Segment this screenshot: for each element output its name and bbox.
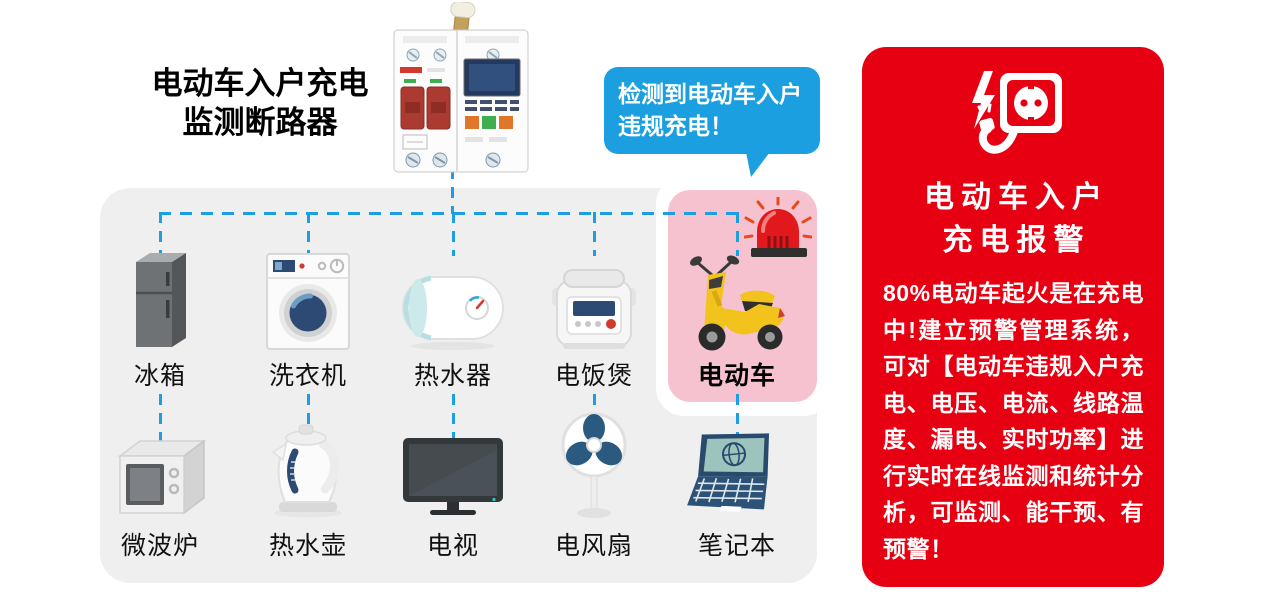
appliance-label: 洗衣机 (268, 362, 347, 390)
page-title-line1: 电动车入户充电 (151, 66, 369, 101)
circuit-breaker-device-icon (393, 1, 529, 179)
appliance-label: 热水壶 (268, 532, 347, 560)
appliance-label: 冰箱 (133, 362, 186, 390)
dashed-drop-line (307, 212, 310, 256)
dashed-drop-line (452, 212, 455, 256)
appliance-label: 电动车 (697, 362, 776, 390)
dashed-drop-line (593, 212, 596, 256)
appliance-label: 电视 (426, 532, 479, 560)
alarm-siren-icon (743, 196, 813, 266)
microwave-icon (90, 404, 230, 520)
dashed-drop-line (451, 168, 454, 214)
page-title-line2: 监测断路器 (182, 105, 338, 140)
dashed-drop-line (452, 394, 455, 444)
appliance-label: 热水器 (413, 362, 492, 390)
dashed-drop-line (159, 212, 162, 256)
appliance-label: 电风扇 (554, 532, 633, 560)
fridge-icon (90, 238, 230, 352)
rice-cooker-icon (524, 238, 664, 352)
water-heater-icon (383, 238, 523, 352)
tv-icon (383, 404, 523, 520)
alert-speech-bubble: 检测到电动车入户 违规充电！ (604, 67, 820, 154)
plug-socket-icon (862, 69, 1164, 166)
kettle-icon (238, 404, 378, 520)
scooter-icon (667, 238, 807, 352)
appliance-label: 电饭煲 (554, 362, 633, 390)
dashed-drop-line (736, 212, 739, 256)
alert-title: 电动车入户 充电报警 (862, 176, 1164, 262)
alert-title-line1: 电动车入户 (924, 181, 1109, 214)
bubble-text-line2: 违规充电！ (618, 113, 733, 139)
appliance-label: 微波炉 (120, 532, 199, 560)
fan-icon (524, 404, 664, 520)
dashed-drop-line (307, 394, 310, 444)
laptop-icon (667, 404, 807, 520)
alert-title-line2: 充电报警 (942, 224, 1091, 257)
speech-bubble-tail (744, 152, 774, 184)
bubble-text-line1: 检测到电动车入户 (618, 81, 802, 107)
page-title: 电动车入户充电 监测断路器 (110, 64, 410, 142)
alert-panel: 电动车入户 充电报警 80%电动车起火是在充电中!建立预警管理系统，可对【电动车… (862, 47, 1164, 587)
alert-body-text: 80%电动车起火是在充电中!建立预警管理系统，可对【电动车违规入户充电、电压、电… (883, 280, 1144, 562)
dashed-drop-line (159, 394, 162, 444)
washing-machine-icon (238, 238, 378, 352)
appliance-label: 笔记本 (697, 532, 776, 560)
dashed-bus-line (159, 212, 737, 215)
dashed-drop-line (736, 394, 739, 444)
